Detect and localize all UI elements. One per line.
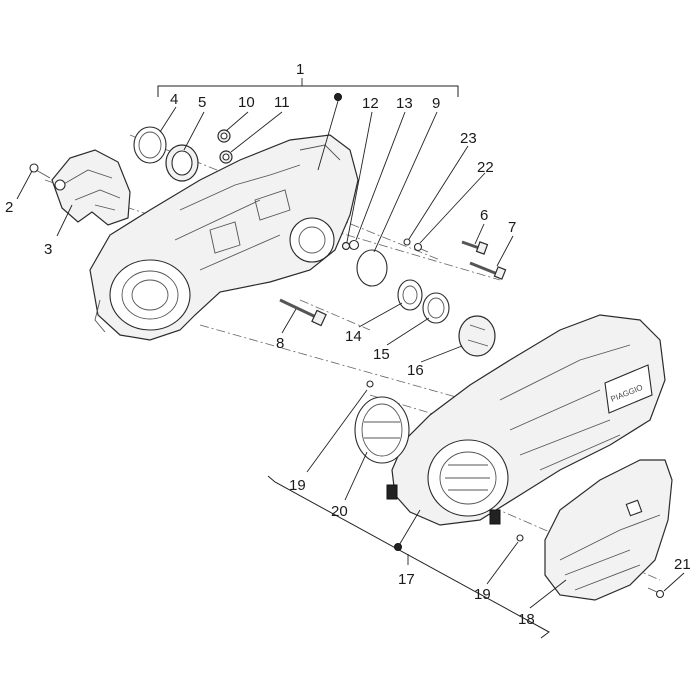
screw-19-lower-part <box>516 534 524 542</box>
callout-14: 14 <box>345 328 362 345</box>
bushing-10-part <box>217 129 231 143</box>
callout-17: 17 <box>398 571 415 588</box>
crankcase-cover-part <box>89 134 359 341</box>
callout-16: 16 <box>407 362 424 379</box>
bushing-11-part <box>219 150 233 164</box>
ring-15-part <box>422 292 450 324</box>
callout-23: 23 <box>460 130 477 147</box>
oil-seal-5-part <box>165 144 199 182</box>
screw-19-upper-part <box>366 380 374 388</box>
seal-ring-4-part <box>133 126 167 164</box>
callout-15: 15 <box>373 346 390 363</box>
nut-12-part <box>341 241 351 251</box>
callout-22: 22 <box>477 159 494 176</box>
screw-23-part <box>403 238 411 246</box>
callout-4: 4 <box>170 91 178 108</box>
snap-ring-9-part <box>356 249 388 287</box>
callout-12: 12 <box>362 95 379 112</box>
indicator-dot-upper <box>334 93 342 101</box>
callout-8: 8 <box>276 335 284 352</box>
screw-21-part <box>647 587 665 599</box>
callout-6: 6 <box>480 207 488 224</box>
callout-5: 5 <box>198 94 206 111</box>
callout-10: 10 <box>238 94 255 111</box>
callout-21: 21 <box>674 556 691 573</box>
grille-20-part <box>354 396 410 464</box>
washer-13-part <box>348 239 360 251</box>
bracket-group-1 <box>157 78 459 97</box>
transmission-cover-part <box>386 314 666 526</box>
callout-3: 3 <box>44 241 52 258</box>
toothed-washer-14-part <box>397 279 423 311</box>
callout-7: 7 <box>508 219 516 236</box>
callout-18: 18 <box>518 611 535 628</box>
bolt-6-part <box>461 240 489 255</box>
cap-16-part <box>458 315 496 357</box>
callout-1: 1 <box>296 61 304 78</box>
callout-9: 9 <box>432 95 440 112</box>
callout-11: 11 <box>274 94 290 111</box>
bolt-8-part <box>279 298 327 327</box>
callout-19-upper: 19 <box>289 477 306 494</box>
bolt-7-part <box>469 261 507 280</box>
leader-lines <box>16 100 685 609</box>
screw-2-part <box>29 163 51 179</box>
callout-20: 20 <box>331 503 348 520</box>
callout-2: 2 <box>5 199 13 216</box>
screw-22-part <box>413 242 429 253</box>
callout-13: 13 <box>396 95 413 112</box>
bracket-group-17 <box>267 475 550 639</box>
callout-19-lower: 19 <box>474 586 491 603</box>
chain-guide-cover-part <box>51 149 131 226</box>
callout-labels: 1 2 3 4 5 6 7 8 9 10 11 12 13 14 15 16 1… <box>5 61 691 628</box>
outer-shell-18-part <box>544 459 673 601</box>
